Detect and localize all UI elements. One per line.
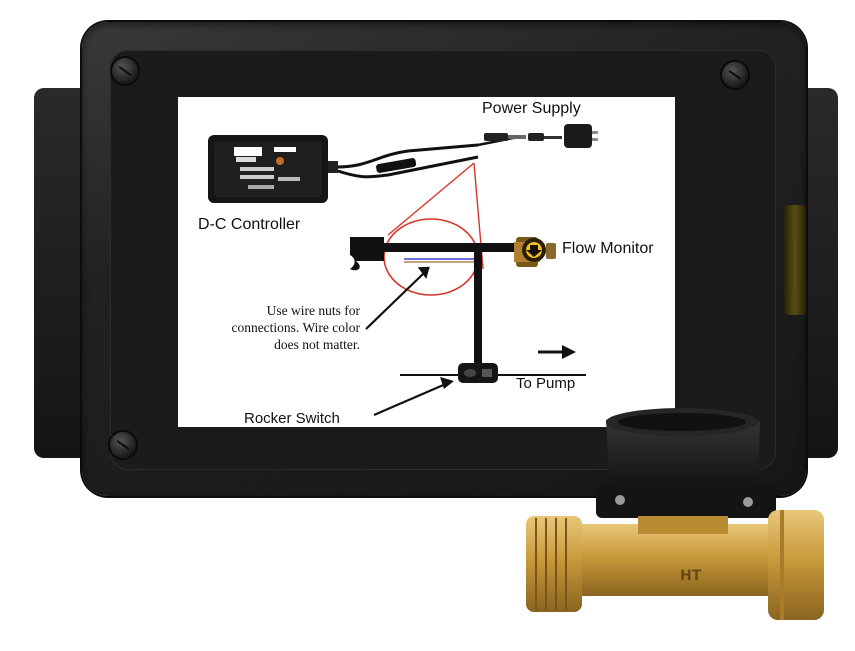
enclosure-side-reflection <box>784 205 806 315</box>
controller-label: D-C Controller <box>198 216 301 233</box>
sensor-marking: HT <box>680 568 702 584</box>
wire-note: Use wire nuts for connections. Wire colo… <box>188 302 360 353</box>
wire-note-line: connections. Wire color <box>231 320 360 335</box>
brass-flow-sensor: HT <box>510 400 830 640</box>
controller-box-icon <box>208 135 338 203</box>
screw-top-left-icon <box>112 58 138 84</box>
note-pointer-arrow-icon <box>365 266 430 330</box>
wiring-diagram: Power Supply D-C Controller Flow Monitor… <box>178 97 675 427</box>
diagram-drawing <box>208 124 598 417</box>
rocker-switch-icon <box>458 363 498 383</box>
power-supply-icon <box>484 124 598 148</box>
wire-connection-callout <box>383 218 479 296</box>
power-supply-label: Power Supply <box>482 100 581 117</box>
flow-monitor-label: Flow Monitor <box>562 240 654 257</box>
brass-flow-sensor-icon: HT <box>526 408 824 620</box>
screw-bottom-left-icon <box>110 432 136 458</box>
to-pump-label: To Pump <box>516 375 576 392</box>
wire-note-line: Use wire nuts for <box>266 303 360 318</box>
rocker-switch-label: Rocker Switch <box>244 410 340 427</box>
switch-pointer-arrow-icon <box>373 377 454 417</box>
wire-note-line: does not matter. <box>274 337 360 352</box>
flow-direction-arrow-icon <box>538 345 576 359</box>
flow-monitor-sensor-icon <box>514 237 556 267</box>
screw-top-right-icon <box>722 62 748 88</box>
